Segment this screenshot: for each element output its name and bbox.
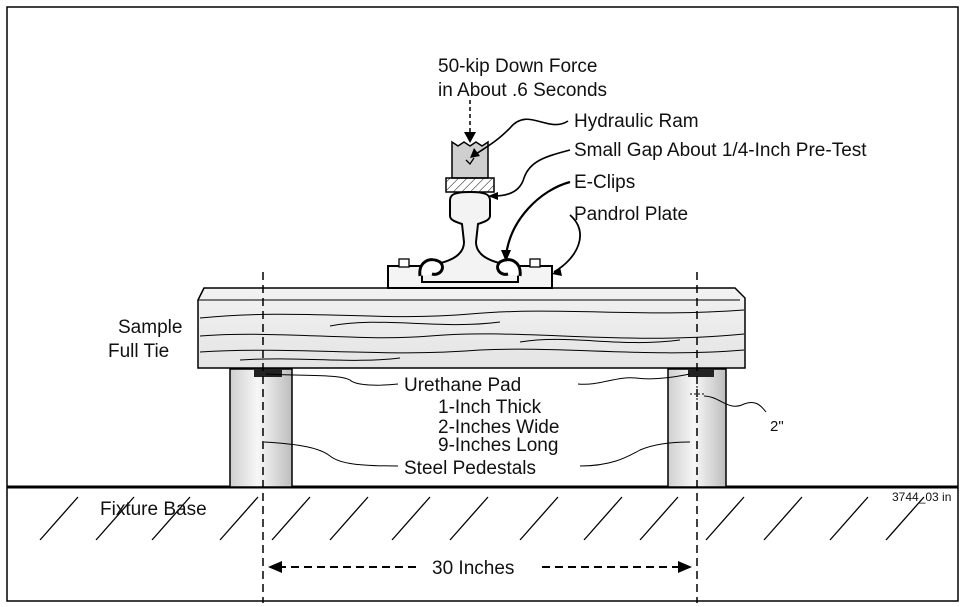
fixture-base-label: Fixture Base — [100, 499, 207, 520]
dimension-arrow — [268, 561, 692, 573]
sample-full-tie — [197, 287, 746, 369]
urethane-pad-label: Urethane Pad — [404, 375, 521, 396]
spacing-label: 30 Inches — [432, 558, 514, 579]
pad-thickness-label: 1-Inch Thick — [438, 397, 542, 418]
leader-urethane-pad — [265, 373, 691, 386]
leader-small-gap — [488, 149, 571, 200]
hydraulic-ram-label: Hydraulic Ram — [574, 111, 699, 132]
force-arrow — [464, 100, 476, 143]
fixture-base — [7, 485, 958, 541]
pandrol-plate-label: Pandrol Plate — [574, 204, 688, 225]
leader-pandrol-plate — [552, 214, 581, 276]
leader-steel-pedestals — [263, 441, 691, 467]
left-urethane-pad — [254, 368, 282, 377]
right-e-clip — [496, 258, 522, 277]
pad-length-label: 9-Inches Long — [438, 435, 558, 456]
steel-pedestals-label: Steel Pedestals — [404, 458, 536, 479]
diagram-border — [6, 6, 959, 602]
leader-e-clips — [501, 180, 571, 262]
small-gap-label: Small Gap About 1/4-Inch Pre-Test — [574, 140, 867, 161]
gap-block — [445, 177, 495, 193]
figure-id-label: 3744_03 in — [892, 490, 951, 504]
force-label-line2: in About .6 Seconds — [438, 80, 607, 101]
pad-width-label: 2-Inches Wide — [438, 417, 559, 438]
e-clips-label: E-Clips — [574, 172, 635, 193]
left-steel-pedestal — [229, 368, 293, 488]
sample-label-line1: Sample — [118, 317, 182, 338]
left-e-clip — [418, 258, 444, 277]
right-urethane-pad — [688, 368, 714, 377]
sample-label-line2: Full Tie — [108, 341, 169, 362]
hydraulic-ram — [451, 140, 489, 179]
leader-hydraulic-ram — [470, 118, 569, 158]
offset-label: 2" — [770, 418, 784, 435]
force-label-line1: 50-kip Down Force — [438, 56, 597, 77]
